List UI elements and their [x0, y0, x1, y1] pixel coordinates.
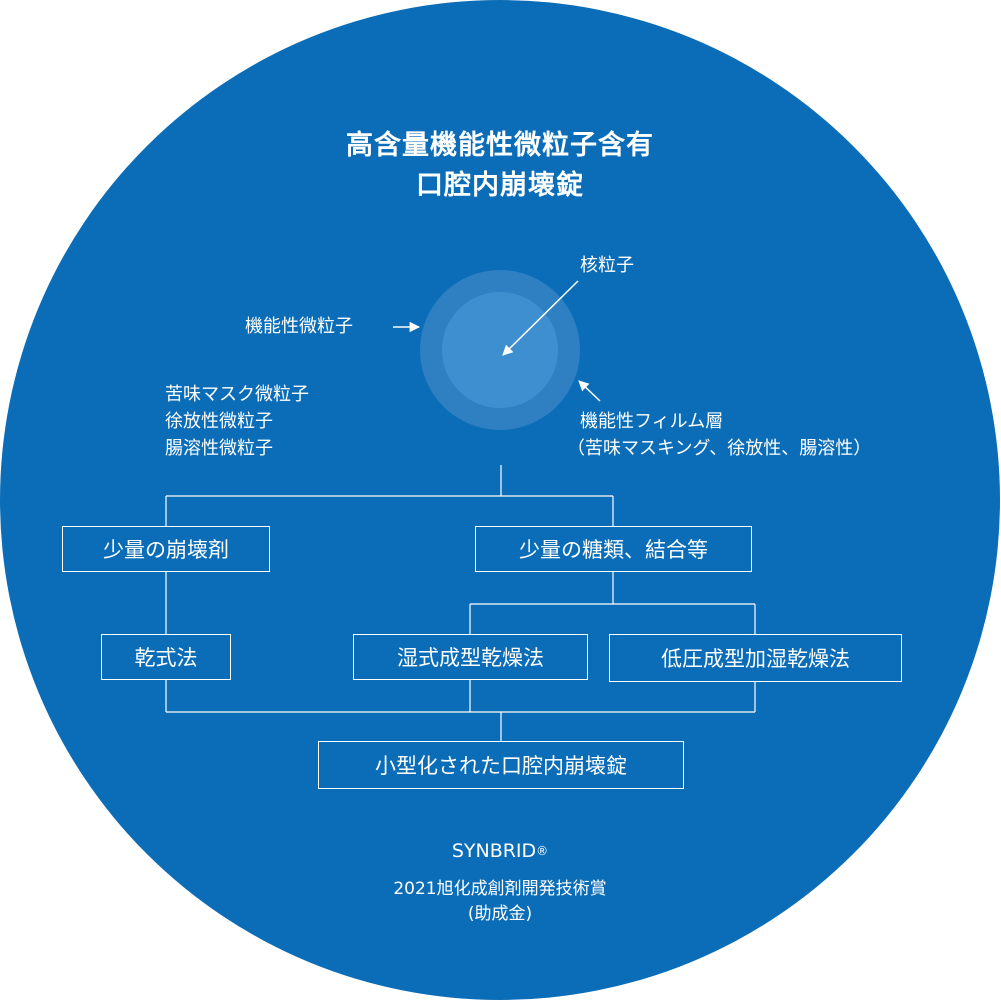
disintegrant-box: 少量の崩壊剤	[62, 526, 270, 572]
low-pressure-molding-box: 低圧成型加湿乾燥法	[609, 634, 902, 682]
dry-method-box: 乾式法	[101, 634, 231, 680]
sugar-binder-box: 少量の糖類、結合等	[475, 526, 752, 572]
flow-connectors	[165, 465, 756, 741]
film-layer-note: （苦味マスキング、徐放性、腸溶性）	[567, 438, 872, 459]
film-layer-label: 機能性フィルム層	[580, 411, 724, 432]
award-note: (助成金)	[467, 904, 533, 924]
brand-text: SYNBRID	[451, 840, 537, 862]
page-title-line-1: 高含量機能性微粒子含有	[346, 130, 654, 161]
functional-microparticle-label: 機能性微粒子	[245, 316, 353, 337]
film-layer-arrow	[578, 380, 601, 402]
result-box: 小型化された口腔内崩壊錠	[318, 741, 684, 789]
particle-core	[442, 292, 558, 408]
page-title-line-2: 口腔内崩壊錠	[416, 170, 584, 201]
registered-mark: ®	[536, 844, 549, 858]
core-arrow	[502, 280, 579, 356]
award-name: 2021旭化成創剤開発技術賞	[393, 879, 607, 899]
microparticle-type-bitter-mask: 苦味マスク微粒子	[165, 384, 309, 405]
brand-name: SYNBRID®	[250, 839, 750, 863]
core-particle-label: 核粒子	[580, 255, 634, 276]
wet-molding-box: 湿式成型乾燥法	[353, 634, 588, 680]
microparticle-type-sustained-release: 徐放性微粒子	[165, 411, 273, 432]
microparticle-type-enteric: 腸溶性微粒子	[165, 438, 273, 459]
